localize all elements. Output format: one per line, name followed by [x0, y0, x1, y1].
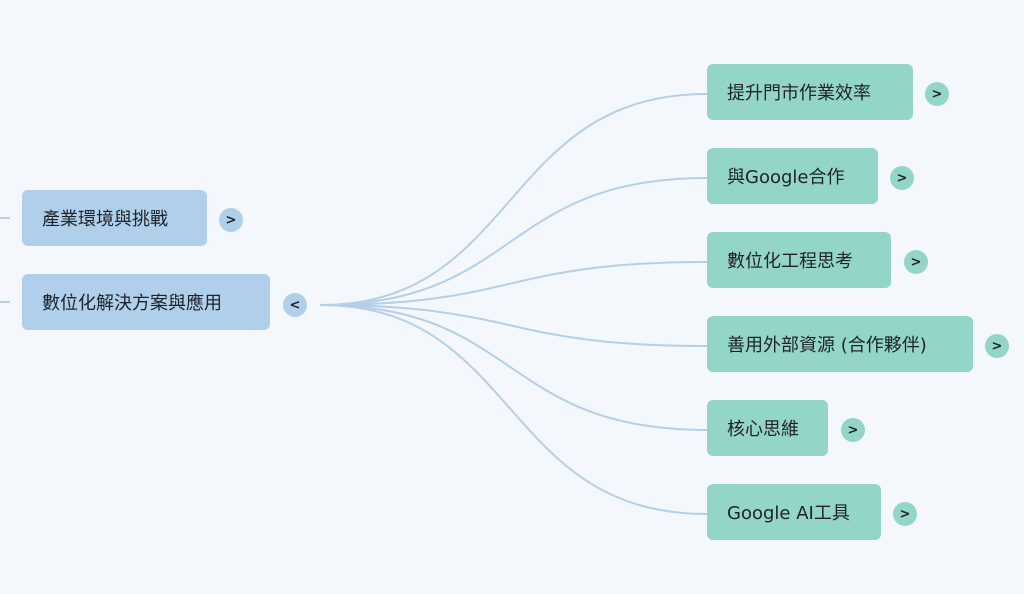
connector-line [319, 93, 708, 306]
expand-toggle[interactable]: > [219, 208, 243, 232]
node-external-resources[interactable]: 善用外部資源 (合作夥伴) [707, 316, 973, 372]
node-label: 數位化工程思考 [727, 251, 853, 272]
connector-line [319, 261, 708, 306]
node-label: 數位化解決方案與應用 [42, 293, 222, 314]
connector-line [319, 304, 708, 431]
collapse-toggle[interactable]: < [283, 293, 307, 317]
node-google-ai-tools[interactable]: Google AI工具 [707, 484, 881, 540]
connector-line [319, 304, 708, 515]
expand-toggle[interactable]: > [985, 334, 1009, 358]
node-label: 與Google合作 [727, 167, 845, 188]
expand-toggle[interactable]: > [925, 82, 949, 106]
node-digital-engineering[interactable]: 數位化工程思考 [707, 232, 891, 288]
expand-toggle[interactable]: > [890, 166, 914, 190]
connector-line [319, 304, 708, 347]
node-label: Google AI工具 [727, 503, 850, 524]
node-google-partnership[interactable]: 與Google合作 [707, 148, 878, 204]
node-digital-solutions[interactable]: 數位化解決方案與應用 [22, 274, 270, 330]
node-store-efficiency[interactable]: 提升門市作業效率 [707, 64, 913, 120]
node-industry-challenges[interactable]: 產業環境與挑戰 [22, 190, 207, 246]
expand-toggle[interactable]: > [893, 502, 917, 526]
node-label: 提升門市作業效率 [727, 83, 871, 104]
node-label: 產業環境與挑戰 [42, 209, 168, 230]
expand-toggle[interactable]: > [904, 250, 928, 274]
node-core-thinking[interactable]: 核心思維 [707, 400, 828, 456]
node-label: 善用外部資源 (合作夥伴) [727, 335, 927, 356]
node-label: 核心思維 [727, 419, 799, 440]
expand-toggle[interactable]: > [841, 418, 865, 442]
connector-line [319, 177, 708, 306]
